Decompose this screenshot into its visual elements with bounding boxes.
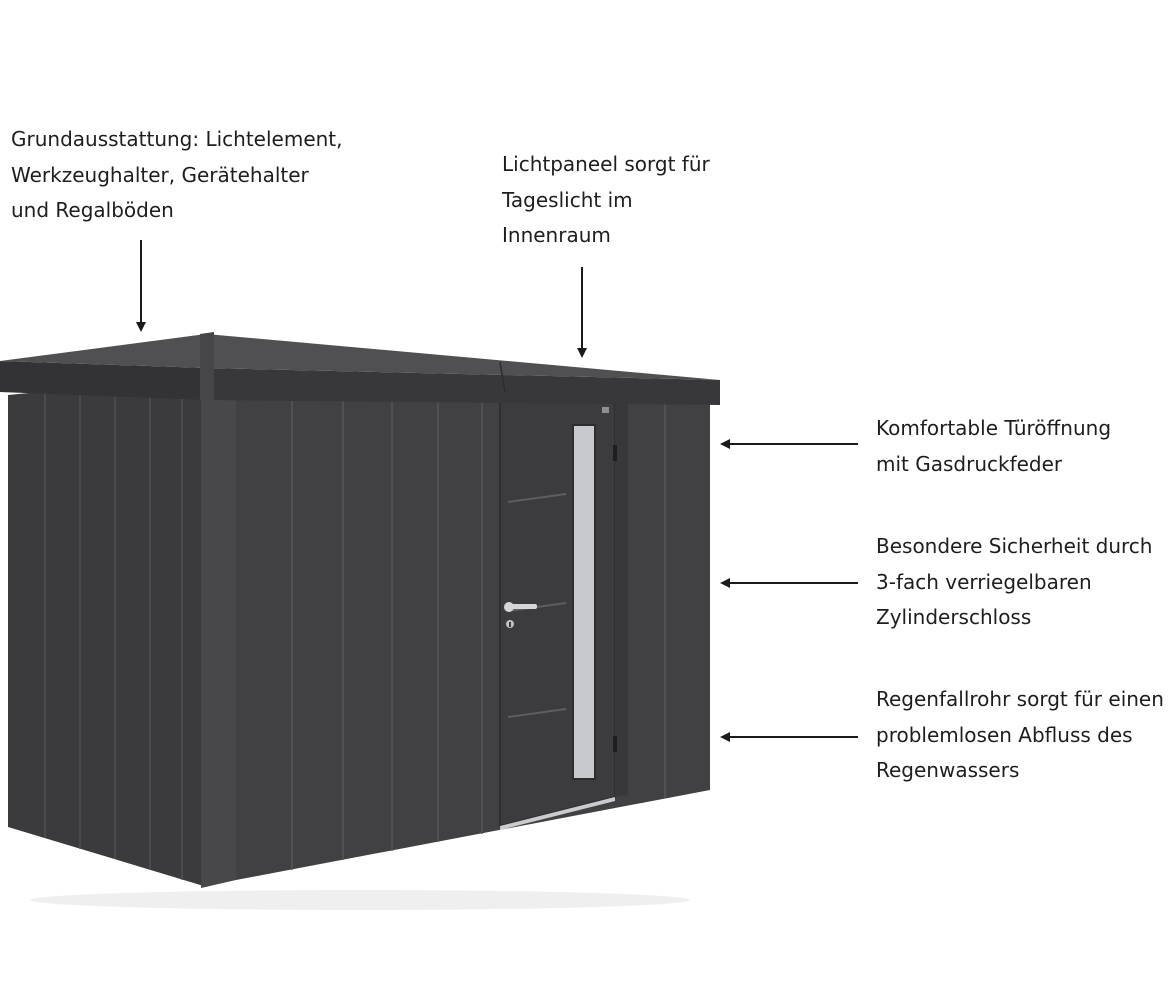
annotation-standard-equipment: Grundausstattung: Lichtelement, Werkzeug… (11, 122, 343, 229)
shed-front-wall (236, 374, 710, 880)
roof-corner (200, 332, 214, 400)
annotation-line: Tageslicht im (502, 187, 633, 212)
annotation-line: Lichtpaneel sorgt für (502, 152, 710, 176)
annotation-line: problemlosen Abfluss des (876, 722, 1133, 747)
annotation-line: Regenfallrohr sorgt für einen (876, 687, 1164, 711)
annotation-line: Grundausstattung: Lichtelement, (11, 127, 343, 151)
shed-side-wall (8, 376, 207, 887)
annotation-downpipe: Regenfallrohr sorgt für einen problemlos… (876, 682, 1164, 789)
annotation-line: Besondere Sicherheit durch (876, 534, 1153, 558)
shed-corner-post (201, 374, 236, 888)
front-wall-grooves (291, 376, 666, 870)
annotation-light-panel: Lichtpaneel sorgt für Tageslicht im Inne… (502, 147, 710, 254)
annotation-security-lock: Besondere Sicherheit durch 3-fach verrie… (876, 529, 1152, 636)
door-hinge-frame (615, 396, 628, 797)
annotation-line: Regenwassers (876, 758, 1020, 782)
roof-top (0, 334, 720, 380)
annotation-door-opening: Komfortable Türöffnung mit Gasdruckfeder (876, 411, 1111, 482)
annotation-arrows (136, 240, 858, 742)
annotation-line: Innenraum (502, 223, 611, 247)
door-window (572, 424, 596, 780)
roof-side-fascia (0, 361, 207, 400)
roof-front-fascia (207, 368, 720, 405)
side-wall-grooves (44, 379, 183, 880)
annotation-line: und Regalböden (11, 198, 174, 222)
annotation-line: mit Gasdruckfeder (876, 451, 1063, 476)
door-hinges (613, 445, 617, 752)
annotation-line: 3-fach verriegelbaren (876, 569, 1092, 594)
annotation-line: Komfortable Türöffnung (876, 416, 1112, 440)
annotation-line: Werkzeughalter, Gerätehalter (11, 162, 309, 187)
door-vent (602, 407, 609, 413)
door-threshold (500, 797, 615, 830)
annotation-line: Zylinderschloss (876, 605, 1032, 629)
door-handle (504, 602, 537, 628)
roof-seam (499, 361, 506, 393)
ground-shadow (30, 890, 690, 910)
